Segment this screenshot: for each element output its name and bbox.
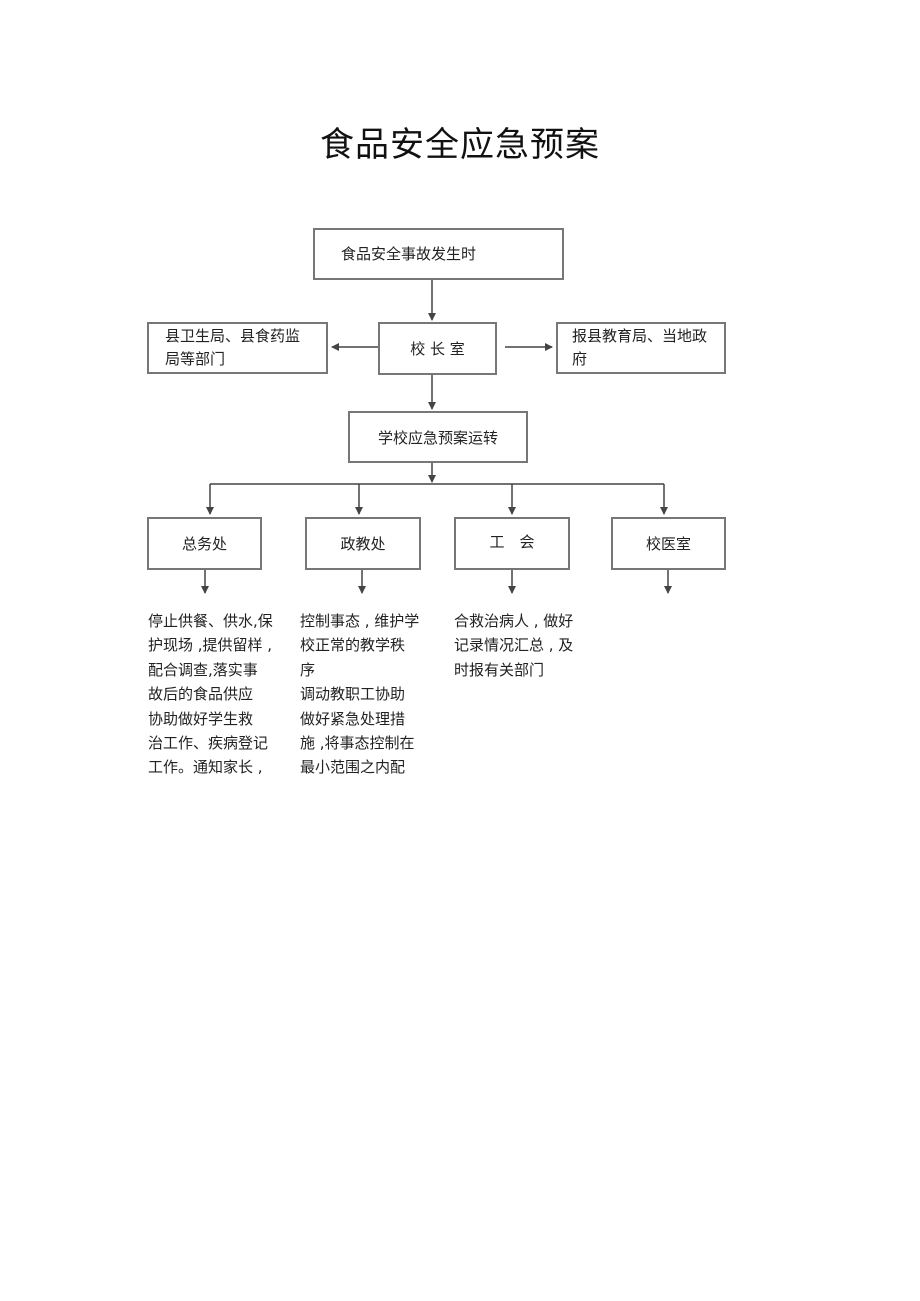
dept-union-label: 工 会 <box>489 533 535 551</box>
dept-political-education: 政教处 <box>305 517 421 570</box>
dept-general-affairs-label: 总务处 <box>181 535 227 553</box>
start-node: 食品安全事故发生时 <box>313 228 564 280</box>
dept-clinic: 校医室 <box>611 517 726 570</box>
general-affairs-duties: 停止供餐、供水,保 护现场 ,提供留样 , 配合调查,落实事 故后的食品供应 协… <box>148 612 273 777</box>
right-report-node-label: 报县教育局、当地政府 <box>572 327 708 368</box>
left-report-node-label: 县卫生局、县食药监局等部门 <box>165 327 301 368</box>
dept-general-affairs: 总务处 <box>147 517 262 570</box>
start-node-label: 食品安全事故发生时 <box>341 244 477 263</box>
principal-office-node-label: 校 长 室 <box>410 340 465 358</box>
dept-union: 工 会 <box>454 517 570 570</box>
page-title: 食品安全应急预案 <box>320 125 600 165</box>
plan-operation-node: 学校应急预案运转 <box>348 411 528 463</box>
political-education-duties: 控制事态 , 维护学 校正常的教学秩 序 调动教职工协助 做好紧急处理措 施 ,… <box>300 612 420 777</box>
principal-office-node: 校 长 室 <box>378 322 497 375</box>
dept-clinic-label: 校医室 <box>645 535 691 553</box>
left-report-node: 县卫生局、县食药监局等部门 <box>147 322 328 374</box>
plan-operation-node-label: 学校应急预案运转 <box>377 428 498 447</box>
union-duties: 合救治病人 , 做好 记录情况汇总 , 及 时报有关部门 <box>454 612 574 679</box>
dept-political-education-label: 政教处 <box>340 535 386 553</box>
right-report-node: 报县教育局、当地政府 <box>556 322 726 374</box>
